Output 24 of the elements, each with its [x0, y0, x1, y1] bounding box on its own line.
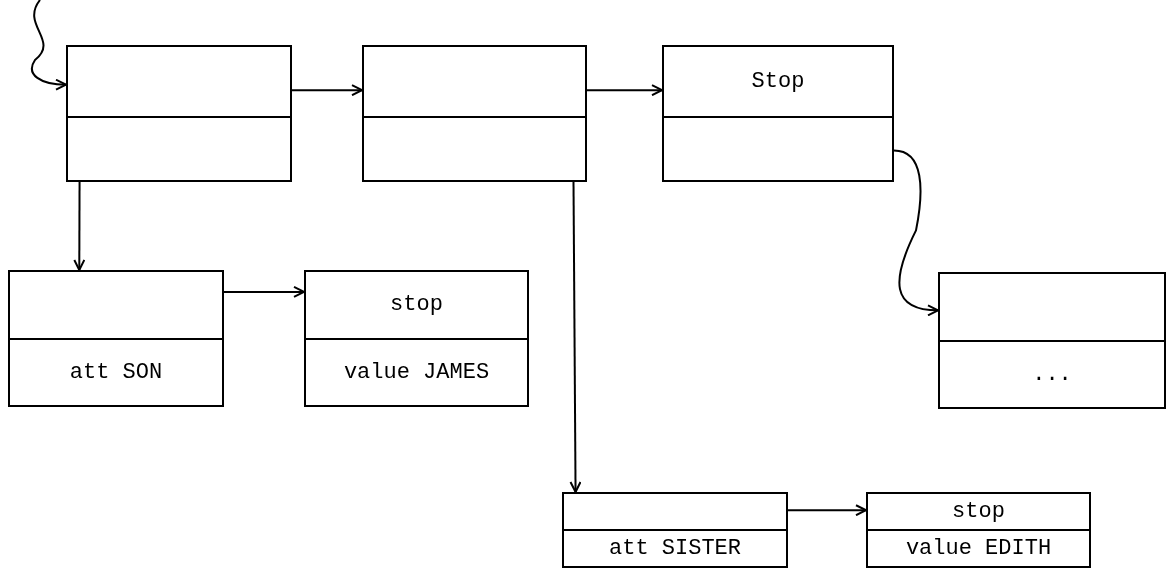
record-box: [66, 45, 292, 182]
arrow: [893, 149, 939, 316]
cell-text: att SON: [69, 359, 163, 385]
arrow: [223, 285, 305, 298]
arrow: [569, 181, 582, 493]
cell-text: value EDITH: [905, 536, 1052, 561]
record-box: [662, 45, 894, 182]
record-box: [8, 270, 224, 407]
record-box: [562, 492, 788, 568]
arrow: [291, 84, 363, 97]
arrow: [586, 84, 663, 97]
cell-text: stop: [952, 499, 1005, 524]
arrow: [787, 504, 867, 517]
cell-text: stop: [390, 292, 443, 318]
record-box: [362, 45, 587, 182]
cell-text: att SISTER: [609, 536, 741, 561]
record-box: [938, 272, 1166, 409]
cell-text: Stop: [751, 69, 805, 95]
arrow: [31, 0, 67, 91]
record-box: [866, 492, 1091, 568]
record-box: [304, 270, 529, 407]
arrow: [73, 181, 86, 271]
cell-text: ...: [1032, 361, 1072, 387]
cell-text: value JAMES: [343, 359, 490, 385]
